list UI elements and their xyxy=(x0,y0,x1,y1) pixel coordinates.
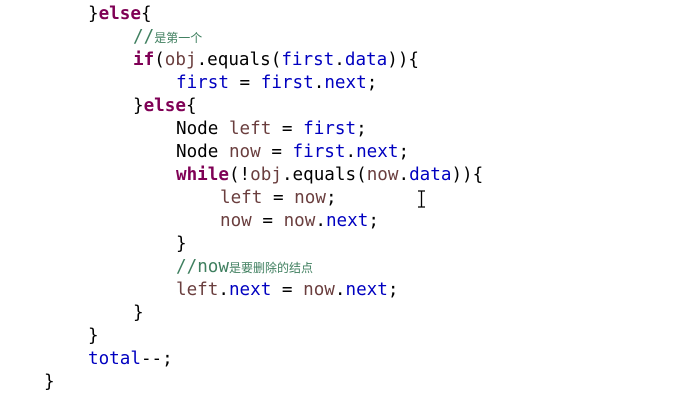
code-token: ; xyxy=(368,211,379,231)
code-token: next xyxy=(356,142,399,162)
code-token: now xyxy=(283,211,316,231)
code-token: now xyxy=(228,142,261,162)
code-token: now xyxy=(294,188,326,208)
code-token: .equals( xyxy=(196,50,282,70)
code-token: Node xyxy=(176,119,229,139)
code-token: )){ xyxy=(451,165,484,185)
code-token: Node xyxy=(176,142,229,162)
code-token: obj xyxy=(250,165,282,185)
code-token: = xyxy=(271,280,304,300)
code-token: --; xyxy=(140,349,173,369)
code-line[interactable]: left = now; xyxy=(220,187,337,210)
code-line[interactable]: //now是要删除的结点 xyxy=(176,256,313,279)
code-token: // xyxy=(176,257,198,277)
code-token: 是第一个 xyxy=(154,31,203,45)
code-token: if xyxy=(133,50,155,70)
text-ibeam-cursor-icon xyxy=(418,190,425,208)
code-token: // xyxy=(133,27,155,47)
code-token: data xyxy=(409,165,452,185)
code-token: } xyxy=(88,326,99,346)
code-token: now xyxy=(220,211,252,231)
code-line[interactable]: left.next = now.next; xyxy=(176,279,398,302)
code-token: = xyxy=(260,142,293,162)
code-line[interactable]: Node left = first; xyxy=(176,118,367,141)
code-token: ; xyxy=(366,73,378,93)
code-line[interactable]: }else{ xyxy=(88,3,152,26)
code-line[interactable]: while(!obj.equals(now.data)){ xyxy=(176,164,483,187)
code-token: total xyxy=(88,349,141,369)
code-token: = xyxy=(271,119,304,139)
code-token: = xyxy=(228,73,261,93)
code-token: first xyxy=(260,73,314,93)
code-line[interactable]: } xyxy=(133,302,144,325)
code-line[interactable]: //是第一个 xyxy=(133,26,202,49)
code-token: ; xyxy=(325,188,337,208)
code-token: while xyxy=(176,165,229,185)
code-token: left xyxy=(220,188,263,208)
code-token: { xyxy=(140,4,152,24)
code-token: )){ xyxy=(387,50,420,70)
code-token: .equals( xyxy=(281,165,367,185)
code-token: data xyxy=(344,50,388,70)
code-token: now xyxy=(303,280,335,300)
code-token: next xyxy=(324,73,367,93)
code-line[interactable]: first = first.next; xyxy=(176,72,377,95)
code-token: { xyxy=(185,96,197,116)
code-token: 是要删除的结点 xyxy=(228,261,313,275)
code-line[interactable]: } xyxy=(44,371,55,394)
code-token: left xyxy=(176,280,219,300)
code-line[interactable]: if(obj.equals(first.data)){ xyxy=(133,49,419,72)
code-token: } xyxy=(176,234,187,254)
code-token: left xyxy=(228,119,272,139)
code-token: . xyxy=(313,73,325,93)
code-token: obj xyxy=(164,50,197,70)
code-token: } xyxy=(133,96,144,116)
code-token: = xyxy=(251,211,284,231)
code-token: (! xyxy=(228,165,251,185)
code-line[interactable]: now = now.next; xyxy=(220,210,379,233)
code-token: next xyxy=(228,280,272,300)
code-token: . xyxy=(334,280,346,300)
code-token: . xyxy=(315,211,326,231)
code-token: . xyxy=(345,142,357,162)
code-line[interactable]: } xyxy=(176,233,187,256)
code-line[interactable]: }else{ xyxy=(133,95,197,118)
code-token: . xyxy=(334,50,345,70)
code-line[interactable]: Node now = first.next; xyxy=(176,141,409,164)
code-token: first xyxy=(303,119,357,139)
code-token: } xyxy=(44,372,55,392)
code-token: } xyxy=(88,4,99,24)
code-token: = xyxy=(262,188,295,208)
code-token: first xyxy=(176,73,229,93)
code-token: next xyxy=(325,211,369,231)
code-line[interactable]: total--; xyxy=(88,348,173,371)
code-token: . xyxy=(398,165,410,185)
code-token: ; xyxy=(398,142,410,162)
code-token: else xyxy=(143,96,186,116)
code-token: ; xyxy=(387,280,399,300)
code-token: ( xyxy=(154,50,165,70)
code-token: now xyxy=(366,165,399,185)
code-token: now xyxy=(197,257,229,277)
code-token: ; xyxy=(356,119,367,139)
code-token: . xyxy=(218,280,229,300)
code-line[interactable]: } xyxy=(88,325,99,348)
code-token: first xyxy=(292,142,346,162)
code-token: else xyxy=(98,4,141,24)
code-token: next xyxy=(345,280,388,300)
code-token: first xyxy=(281,50,335,70)
code-token: } xyxy=(133,303,144,323)
